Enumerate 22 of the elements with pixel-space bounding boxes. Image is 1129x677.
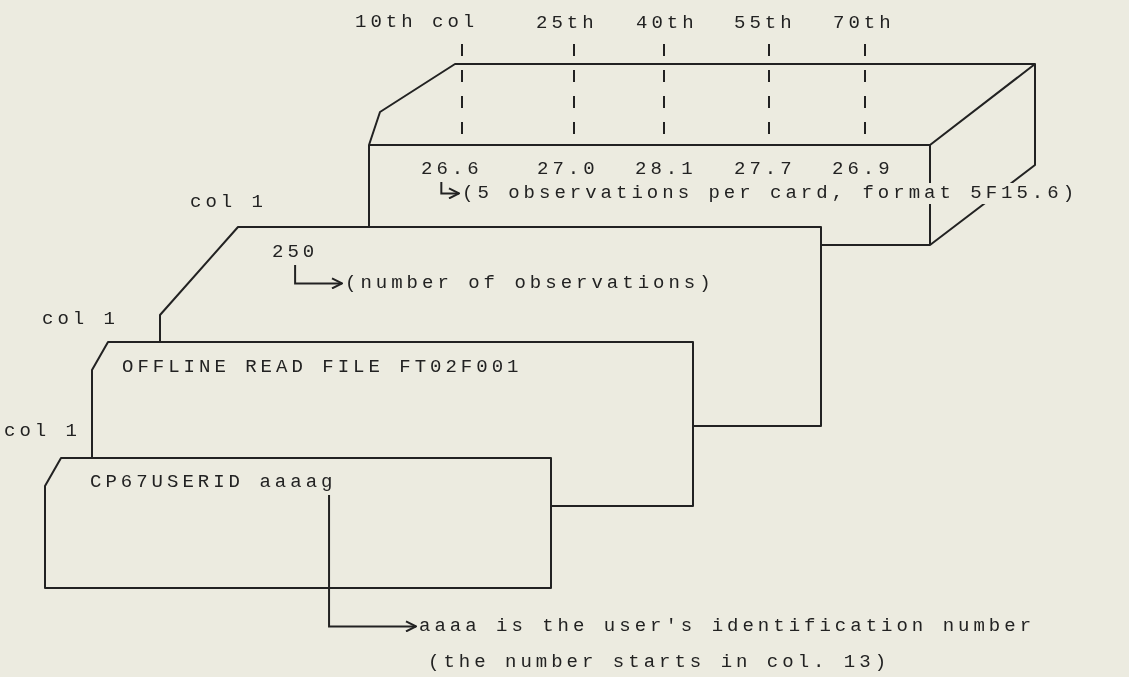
column-label: 40th (636, 13, 698, 34)
annotation-text: (number of observations) (345, 273, 715, 294)
leader-arrow (440, 180, 460, 200)
column-label: 10th col (355, 13, 480, 31)
annotation-text: (the number starts in col. 13) (428, 652, 891, 673)
card-text: 27.7 (734, 159, 796, 180)
card-text: 27.0 (537, 159, 599, 180)
card-text: 28.1 (635, 159, 697, 180)
column-label: 25th (536, 13, 598, 34)
column-label: col 1 (42, 309, 119, 330)
leader-arrow (328, 493, 417, 633)
column-label: col 1 (190, 192, 267, 213)
card-text: 26.9 (832, 159, 894, 180)
column-label: 70th (833, 13, 895, 34)
card-text: 26.6 (421, 159, 483, 180)
card-text: 250 (272, 242, 319, 263)
column-label: col 1 (4, 421, 81, 442)
column-label: 55th (734, 13, 796, 34)
leader-arrow (294, 263, 343, 290)
annotation-text: aaaa is the user's identification number (419, 616, 1036, 637)
card-text: CP67USERID aaaag (90, 472, 337, 493)
card-text: OFFLINE READ FILE FT02F001 (122, 357, 523, 378)
